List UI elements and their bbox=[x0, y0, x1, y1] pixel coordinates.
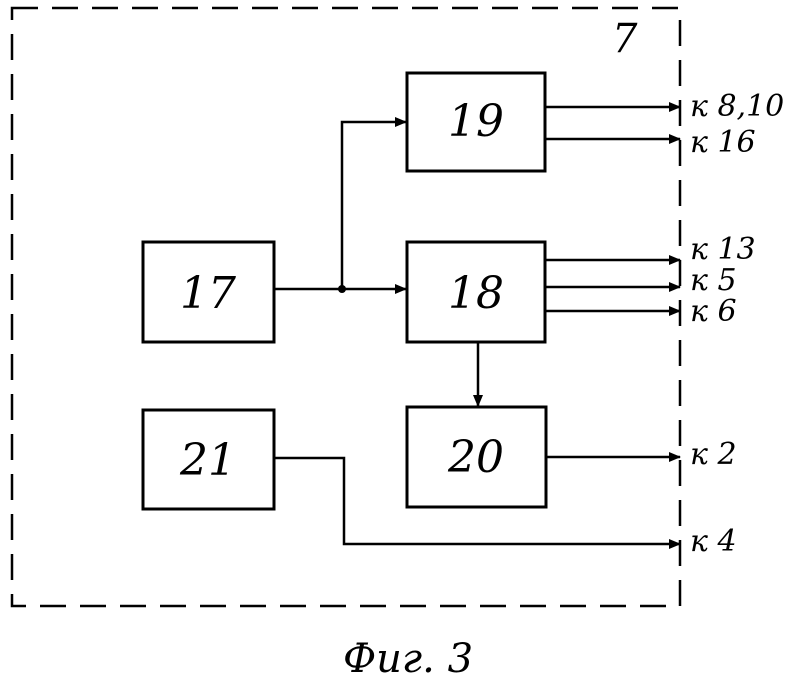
wire-branch-to-19 bbox=[342, 122, 406, 289]
block-17-label: 17 bbox=[180, 268, 236, 319]
block-19: 19 bbox=[407, 73, 545, 171]
block-18-label: 18 bbox=[448, 268, 504, 319]
block-20-label: 20 bbox=[447, 432, 504, 483]
block-18: 18 bbox=[407, 242, 545, 342]
output-label-6: к 6 bbox=[690, 294, 737, 329]
unit-label: 7 bbox=[612, 16, 638, 62]
output-label-13: к 13 bbox=[690, 232, 756, 267]
output-label-5: к 5 bbox=[690, 263, 737, 298]
output-label-16: к 16 bbox=[690, 125, 756, 160]
unit-7-boundary bbox=[12, 8, 680, 606]
output-label-8-10: к 8,10 bbox=[690, 89, 784, 124]
figure-caption: Фиг. 3 bbox=[343, 636, 473, 682]
block-19-label: 19 bbox=[448, 96, 504, 147]
block-17: 17 bbox=[143, 242, 274, 342]
output-label-2: к 2 bbox=[690, 437, 737, 472]
output-label-4: к 4 bbox=[690, 524, 737, 559]
block-21-label: 21 bbox=[179, 435, 236, 486]
block-21: 21 bbox=[143, 410, 274, 509]
block-20: 20 bbox=[407, 407, 546, 507]
